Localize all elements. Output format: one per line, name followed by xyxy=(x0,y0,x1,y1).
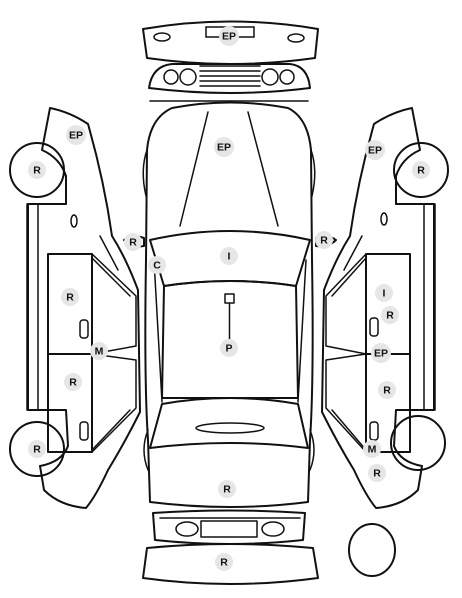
damage-marker-label: R xyxy=(320,235,328,247)
damage-marker-rear-bumper-ep[interactable]: EP xyxy=(219,26,239,46)
front-grille[interactable] xyxy=(152,509,306,545)
damage-marker-left-b-pillar-m[interactable]: M xyxy=(90,342,108,360)
damage-marker-label: M xyxy=(95,346,104,358)
damage-marker-label: R xyxy=(417,165,425,177)
damage-marker-badge xyxy=(28,161,46,179)
left-side-body[interactable] xyxy=(9,107,141,509)
damage-marker-right-b-pillar-ep[interactable]: EP xyxy=(371,343,391,363)
damage-marker-hood-ep[interactable]: EP xyxy=(214,137,234,157)
damage-marker-badge xyxy=(371,343,391,363)
spare-wheel-icon[interactable] xyxy=(348,523,396,577)
right-front-wheel xyxy=(393,142,449,198)
damage-marker-label: I xyxy=(228,251,231,263)
damage-marker-right-rear-m[interactable]: M xyxy=(363,440,381,458)
damage-marker-right-front-door-r[interactable]: R xyxy=(381,306,399,324)
damage-marker-badge xyxy=(378,381,396,399)
damage-marker-left-front-door-r[interactable]: R xyxy=(61,288,79,306)
damage-marker-label: EP xyxy=(69,130,83,142)
damage-marker-left-front-wheel-r[interactable]: R xyxy=(28,161,46,179)
damage-marker-badge xyxy=(220,247,238,265)
damage-marker-right-mirror-r[interactable]: R xyxy=(315,231,333,249)
damage-marker-right-front-wheel-r[interactable]: R xyxy=(412,161,430,179)
damage-marker-label: R xyxy=(66,292,74,304)
damage-marker-a-pillar-c[interactable]: C xyxy=(148,256,166,274)
damage-marker-left-rear-wheel-r[interactable]: R xyxy=(28,440,46,458)
damage-marker-label: C xyxy=(153,260,161,272)
damage-marker-right-rear-door-r[interactable]: R xyxy=(378,381,396,399)
damage-marker-badge xyxy=(148,256,166,274)
damage-marker-right-front-fender-ep[interactable]: EP xyxy=(365,140,385,160)
damage-marker-label: EP xyxy=(222,31,236,43)
damage-marker-badge xyxy=(28,440,46,458)
damage-marker-badge xyxy=(124,233,142,251)
damage-marker-label: EP xyxy=(374,348,388,360)
damage-marker-label: R xyxy=(383,385,391,397)
front-bumper[interactable] xyxy=(142,543,319,585)
right-rear-wheel xyxy=(390,415,446,471)
damage-marker-label: I xyxy=(383,288,386,300)
damage-marker-badge xyxy=(219,26,239,46)
damage-marker-left-rear-door-r[interactable]: R xyxy=(64,373,82,391)
damage-marker-badge xyxy=(375,284,393,302)
damage-marker-label: R xyxy=(129,237,137,249)
damage-marker-badge xyxy=(365,140,385,160)
right-side-body[interactable] xyxy=(321,107,449,509)
damage-marker-badge xyxy=(218,480,236,498)
damage-marker-front-bumper-r[interactable]: R xyxy=(215,553,233,571)
damage-marker-badge xyxy=(381,306,399,324)
damage-marker-label: R xyxy=(33,165,41,177)
damage-marker-badge xyxy=(64,373,82,391)
damage-marker-right-rear-wheel-r[interactable]: R xyxy=(368,464,386,482)
damage-marker-label: P xyxy=(225,343,232,355)
damage-marker-badge xyxy=(412,161,430,179)
damage-marker-label: R xyxy=(220,557,228,569)
damage-marker-label: R xyxy=(69,377,77,389)
damage-marker-badge xyxy=(220,339,238,357)
damage-marker-windshield-i[interactable]: I xyxy=(220,247,238,265)
damage-marker-label: M xyxy=(368,444,377,456)
damage-marker-badge xyxy=(315,231,333,249)
damage-marker-badge xyxy=(61,288,79,306)
damage-marker-badge xyxy=(368,464,386,482)
damage-marker-roof-p[interactable]: P xyxy=(220,339,238,357)
damage-marker-left-front-fender-ep[interactable]: EP xyxy=(66,125,86,145)
damage-marker-badge xyxy=(215,553,233,571)
damage-marker-badge xyxy=(66,125,86,145)
damage-marker-badge xyxy=(363,440,381,458)
damage-marker-label: EP xyxy=(217,142,231,154)
rear-tail-panel[interactable] xyxy=(148,63,311,102)
damage-marker-label: R xyxy=(386,310,394,322)
left-rear-wheel xyxy=(9,421,65,477)
damage-marker-label: R xyxy=(373,468,381,480)
damage-marker-label: R xyxy=(33,444,41,456)
damage-marker-label: EP xyxy=(368,145,382,157)
damage-marker-badge xyxy=(214,137,234,157)
damage-marker-right-front-door-i[interactable]: I xyxy=(375,284,393,302)
left-front-wheel xyxy=(9,142,65,198)
damage-marker-left-mirror-r[interactable]: R xyxy=(124,233,142,251)
damage-marker-trunk-r[interactable]: R xyxy=(218,480,236,498)
damage-marker-badge xyxy=(90,342,108,360)
car-body-top-view[interactable] xyxy=(123,101,337,508)
damage-marker-label: R xyxy=(223,484,231,496)
